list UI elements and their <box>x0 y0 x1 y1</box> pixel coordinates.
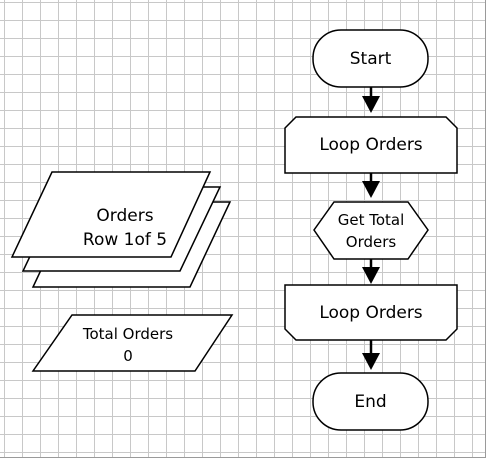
orders-data-label-line1: Orders <box>96 206 154 226</box>
arrowhead-decision-to-loop2 <box>362 267 380 284</box>
loop-orders-1-label: Loop Orders <box>285 117 457 173</box>
get-total-orders-label-line1: Get Total <box>337 210 405 229</box>
total-orders-data-label: Total Orders 0 <box>58 322 198 368</box>
get-total-orders-label-line2: Orders <box>345 232 397 251</box>
orders-stacked-data-shape[interactable] <box>10 171 232 288</box>
orders-data-label: Orders Row 1of 5 <box>55 201 195 255</box>
arrowhead-loop2-to-end <box>362 353 380 370</box>
arrowhead-loop1-to-decision <box>362 181 380 198</box>
get-total-orders-decision-shape[interactable] <box>313 201 429 260</box>
loop-orders-2-label-text: Loop Orders <box>319 302 423 323</box>
orders-data-label-line2: Row 1of 5 <box>82 230 168 250</box>
get-total-orders-label: Get Total Orders <box>314 202 428 259</box>
connectors <box>362 87 380 370</box>
start-label: Start <box>313 30 428 87</box>
total-orders-data-shape[interactable] <box>31 314 234 372</box>
start-terminator-shape[interactable] <box>312 29 429 88</box>
loop-orders-1-shape[interactable] <box>284 116 458 174</box>
total-orders-data-label-line2: 0 <box>123 347 133 365</box>
orders-stack-layer-front <box>10 171 212 258</box>
end-label-text: End <box>354 391 387 412</box>
end-terminator-shape[interactable] <box>312 372 429 431</box>
arrowhead-start-to-loop1 <box>362 96 380 113</box>
start-label-text: Start <box>349 48 392 69</box>
end-label: End <box>313 373 428 430</box>
loop-orders-2-label: Loop Orders <box>285 285 457 340</box>
loop-orders-1-label-text: Loop Orders <box>319 135 423 155</box>
loop-orders-2-shape[interactable] <box>284 284 458 341</box>
total-orders-data-label-line1: Total Orders <box>82 325 174 343</box>
